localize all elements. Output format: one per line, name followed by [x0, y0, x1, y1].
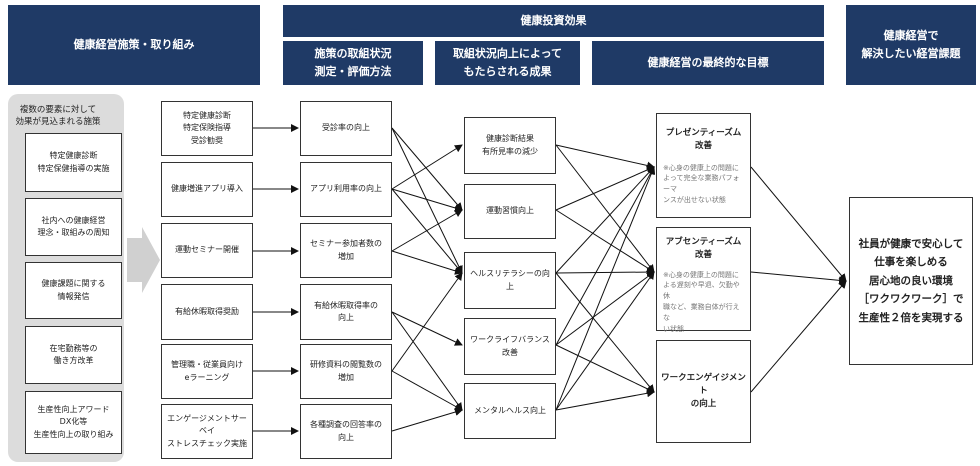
panel-item: 生産性向上アワード DX化等 生産性向上の取り組み: [25, 391, 122, 454]
result-box: 運動習慣向上: [464, 184, 556, 239]
panel-title: 複数の要素に対して 効果が見込まれる施策: [15, 105, 101, 128]
outcome-title: アブセンティーズム 改善: [665, 237, 742, 260]
outcome-work-engagement: ワークエンゲイジメント の向上: [656, 340, 751, 443]
initiative-box: 運動セミナー開催: [161, 223, 253, 278]
measure-box: 各種調査の回答率の 向上: [300, 404, 392, 459]
big-right-arrow: [127, 227, 160, 293]
header-results: 取組状況向上によって もたらされる成果: [435, 41, 580, 85]
header-initiatives: 健康経営施策・取り組み: [8, 5, 260, 85]
initiative-box: 管理職・従業員向け eラーニング: [161, 344, 253, 399]
measure-box: 有給休暇取得率の 向上: [300, 284, 392, 340]
panel-item: 在宅勤務等の 働き方改革: [25, 326, 122, 384]
result-box: ワークライフバランス 改善: [464, 318, 556, 375]
header-measurement: 施策の取組状況 測定・評価方法: [283, 41, 423, 85]
outcome-note: ※心身の健康上の問題に よる遅刻や早退、欠勤や休 職など、業務自体が行えな い状…: [663, 270, 740, 333]
initiative-box: エンゲージメントサーベイ ストレスチェック実施: [161, 404, 253, 459]
initiative-box: 特定健康診断 特定保険指導 受診勧奨: [161, 101, 253, 156]
outcome-title: ワークエンゲイジメント の向上: [661, 373, 746, 409]
result-box: 健康診断結果 有所見率の減少: [464, 117, 556, 174]
initiative-box: 有給休暇取得奨励: [161, 284, 253, 340]
final-goal-box: 社員が健康で安心して 仕事を楽しめる 居心地の良い環境 ［ワクワクワーク］で 生…: [849, 197, 973, 365]
measure-box: セミナー参加者数の 増加: [300, 223, 392, 278]
outcome-presenteeism: プレゼンティーズム 改善 ※心身の健康上の問題に よって完全な業務パフォーマ ン…: [656, 113, 751, 218]
result-box: メンタルヘルス向上: [464, 383, 556, 439]
panel-item: 健康課題に関する 情報発信: [25, 262, 122, 319]
outcome-title: プレゼンティーズム 改善: [665, 128, 742, 151]
result-box: ヘルスリテラシーの向上: [464, 252, 556, 309]
outcome-absenteeism: アブセンティーズム 改善 ※心身の健康上の問題に よる遅刻や早退、欠勤や休 職な…: [656, 227, 751, 333]
header-health-investment-effect: 健康投資効果: [283, 5, 824, 37]
panel-item: 特定健康診断 特定保健指導の実施: [25, 133, 122, 192]
panel-item: 社内への健康経営 理念・取組みの周知: [25, 198, 122, 256]
header-final-goal: 健康経営の最終的な目標: [592, 41, 824, 85]
initiative-box: 健康増進アプリ導入: [161, 162, 253, 217]
outcome-note: ※心身の健康上の問題に よって完全な業務パフォーマ ンスが出せない状態: [663, 163, 740, 205]
measure-box: アプリ利用率の向上: [300, 162, 392, 217]
measure-box: 受診率の向上: [300, 101, 392, 156]
header-business-issues: 健康経営で 解決したい経営課題: [846, 5, 976, 85]
measure-box: 研修資料の閲覧数の 増加: [300, 344, 392, 399]
